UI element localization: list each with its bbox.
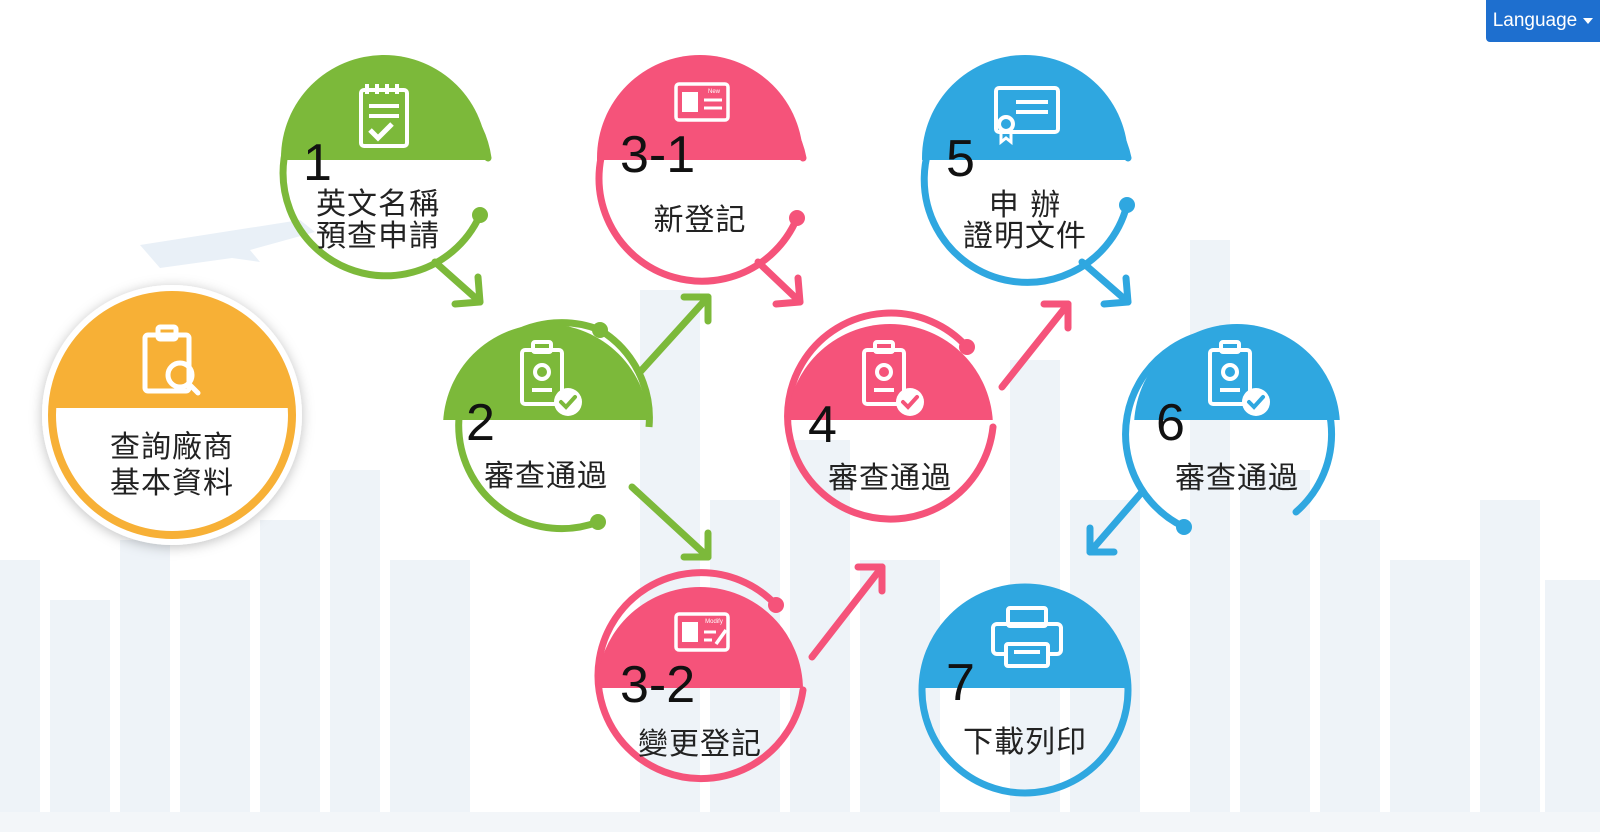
arrow-1-to-2	[431, 258, 484, 308]
step-7-number: 7	[946, 654, 975, 712]
language-dropdown-button[interactable]: Language	[1486, 0, 1600, 42]
step-1-number: 1	[303, 134, 332, 192]
clipboard-search-icon	[142, 324, 201, 396]
step-4-node[interactable]: 4 審查通過	[780, 309, 1010, 523]
clipboard-approve-icon	[862, 340, 906, 406]
step-6-node[interactable]: 6 審查通過	[1122, 320, 1355, 535]
step-5-number: 5	[946, 130, 975, 188]
step-2-number: 2	[466, 394, 495, 452]
clipboard-approve-icon	[1208, 340, 1252, 406]
id-card-modify-tag: Modify	[705, 619, 723, 625]
certificate-icon	[994, 86, 1060, 146]
step-4-label: 審查通過	[828, 461, 952, 496]
caret-down-icon	[1583, 18, 1594, 24]
step-4-number: 4	[808, 396, 837, 454]
arrow-3-2-to-4	[808, 563, 886, 661]
step-5-node[interactable]: 5 申 辦 證明文件	[915, 50, 1145, 286]
step-2-label: 審查通過	[484, 459, 608, 494]
step-3-2-node[interactable]: Modify 3-2 變更登記	[590, 569, 820, 783]
step-7-node[interactable]: 7 下載列印	[915, 580, 1145, 797]
clipboard-approve-icon	[520, 340, 564, 406]
step-1-label-line1: 英文名稱	[316, 187, 440, 222]
step-1-node[interactable]: 1 英文名稱 預查申請	[270, 50, 500, 280]
start-node[interactable]: 查詢廠商 基本資料	[40, 285, 310, 545]
step-6-number: 6	[1156, 394, 1185, 452]
id-card-new-tag: New	[708, 89, 721, 95]
language-button-label: Language	[1492, 10, 1578, 31]
start-label-line2: 基本資料	[110, 466, 234, 501]
step-3-1-number: 3-1	[620, 126, 695, 184]
step-3-1-label: 新登記	[654, 203, 747, 238]
arrow-4-to-5	[998, 300, 1072, 391]
start-label-line1: 查詢廠商	[110, 430, 234, 465]
printer-icon	[991, 606, 1063, 668]
step-1-label-line2: 預查申請	[316, 219, 440, 254]
arrow-6-to-7	[1086, 488, 1146, 556]
notepad-check-icon	[359, 84, 409, 148]
step-2-node[interactable]: 2 審查通過	[430, 319, 660, 533]
step-6-label: 審查通過	[1175, 461, 1299, 496]
step-3-2-label: 變更登記	[638, 727, 762, 762]
step-5-label-line1: 申 辦	[989, 188, 1062, 223]
arrow-2-to-3-2	[628, 483, 712, 561]
step-7-label: 下載列印	[963, 725, 1087, 760]
id-card-modify-icon: Modify	[674, 612, 730, 652]
id-card-new-icon: New	[674, 82, 730, 122]
step-3-1-node[interactable]: New 3-1 新登記	[590, 50, 820, 285]
step-5-label-line2: 證明文件	[963, 219, 1087, 254]
arrow-3-1-to-4	[754, 258, 804, 308]
arrow-2-to-3-1	[636, 293, 712, 376]
arrow-5-to-6	[1078, 258, 1132, 308]
step-3-2-number: 3-2	[620, 656, 695, 714]
